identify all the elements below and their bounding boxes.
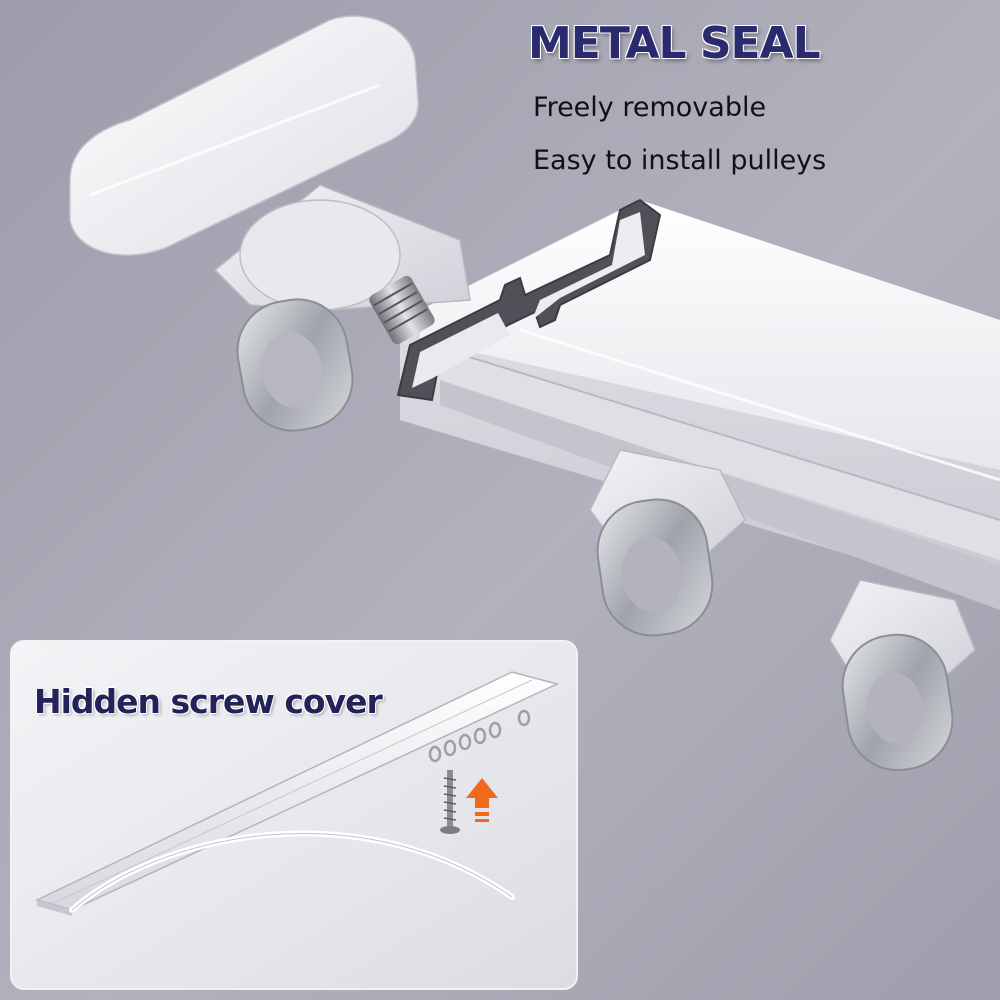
inset-gliders [428,709,531,763]
inset-illustration [12,642,576,988]
inset-title: Hidden screw cover [34,682,383,721]
up-arrow-icon [466,778,498,822]
rail-end-profile [396,198,662,402]
inset-screw-cover: Hidden screw cover [10,640,578,990]
feature-removable: Freely removable [533,92,767,123]
headline: METAL SEAL [528,18,821,69]
slider-middle [589,449,746,637]
slider-right [829,579,976,772]
feature-install-pulleys: Easy to install pulleys [533,145,827,176]
inset-screw-icon [440,770,460,834]
screw-icon [369,275,435,345]
ring-left [236,298,354,432]
